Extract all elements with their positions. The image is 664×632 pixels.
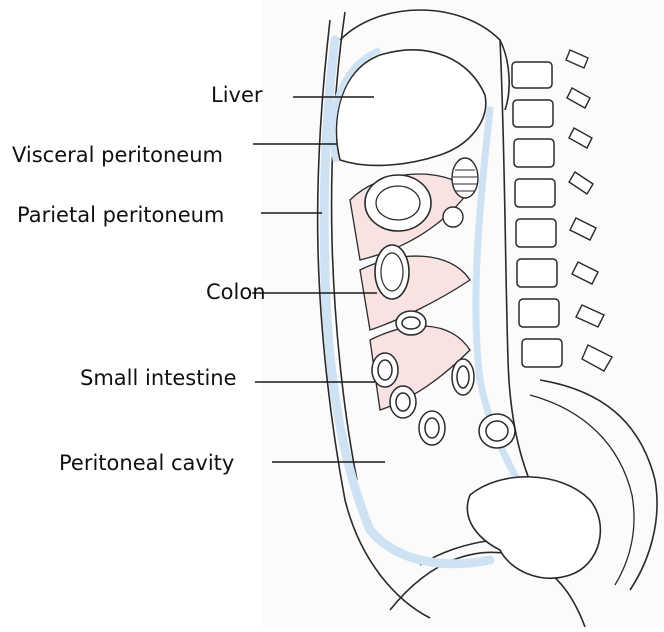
duodenum-shape bbox=[443, 207, 463, 227]
small-intestine-label: Small intestine bbox=[80, 368, 237, 389]
peritoneal-cavity-label: Peritoneal cavity bbox=[59, 453, 234, 474]
pancreas-shape bbox=[452, 158, 478, 198]
visceral-peritoneum-label: Visceral peritoneum bbox=[12, 145, 223, 166]
liver-label: Liver bbox=[211, 85, 263, 106]
stomach-shape bbox=[365, 175, 431, 231]
colon-label: Colon bbox=[206, 282, 266, 303]
parietal-peritoneum-label: Parietal peritoneum bbox=[17, 205, 224, 226]
